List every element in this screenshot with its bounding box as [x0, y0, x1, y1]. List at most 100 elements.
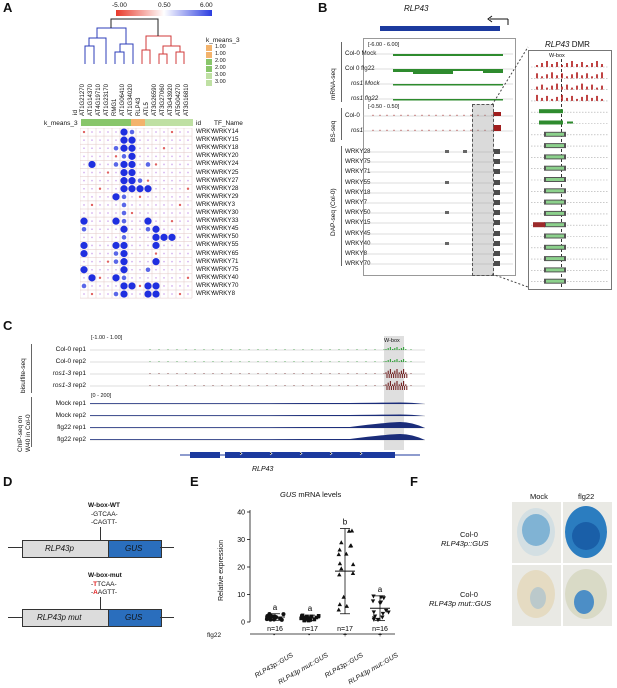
track-label: WRKY18	[345, 188, 371, 196]
heatmap-dot	[154, 252, 158, 255]
heatmap-dot	[163, 285, 165, 287]
heatmap-dot	[171, 244, 173, 247]
heatmap-dot	[179, 276, 181, 279]
row-kmeans-label: k_means_3	[44, 120, 78, 127]
heatmap-dot	[131, 204, 133, 206]
heatmap-dot	[179, 195, 181, 198]
e-data-point	[350, 570, 356, 575]
e-data-point	[337, 561, 343, 566]
e-data-point	[336, 552, 341, 557]
heatmap-dot	[163, 260, 165, 263]
track-signal	[363, 251, 513, 256]
heatmap-dot	[120, 258, 128, 266]
heatmap-dot	[136, 185, 144, 193]
heatmap-dot	[99, 236, 101, 239]
heatmap-dot	[179, 139, 181, 142]
heatmap-dot	[171, 147, 173, 150]
heatmap-dot	[179, 252, 181, 255]
b-gene-model	[380, 15, 509, 31]
heatmap-dot	[113, 259, 119, 264]
d-wt-gus: GUS	[108, 540, 162, 558]
c-track-label: Mock rep1	[55, 400, 86, 407]
heatmap-dot	[115, 187, 117, 190]
heatmap-column-label: RLP43	[136, 97, 142, 116]
b-zoom-panel: W-box	[528, 50, 612, 290]
heatmap-dot	[170, 219, 174, 223]
heatmap-dot	[99, 163, 101, 166]
heatmap-dot	[107, 285, 109, 287]
heatmap-dot	[152, 233, 160, 241]
heatmap-dot	[179, 187, 181, 190]
heatmap-dot	[128, 282, 136, 290]
d-wt-line-left	[8, 547, 22, 548]
heatmap-dot	[99, 228, 101, 231]
heatmap-dot	[129, 129, 135, 135]
heatmap-dot	[98, 276, 102, 280]
heatmap-column-label: RMG1	[112, 98, 118, 116]
scale-max-label: 6.00	[200, 2, 213, 9]
heatmap-dot	[155, 204, 157, 206]
f-row1-line2: RLP43p::GUS	[441, 539, 489, 548]
heatmap-dot	[115, 268, 117, 271]
heatmap-dot	[115, 131, 117, 133]
heatmap-dot	[131, 293, 133, 295]
heatmap-dot	[139, 131, 141, 133]
track-label: WRKY50	[345, 209, 371, 217]
heatmap-dot	[90, 292, 94, 296]
heatmap-dot	[83, 195, 85, 198]
heatmap-dot	[163, 268, 165, 271]
kmeans-legend-title: k_means_3	[206, 37, 240, 44]
track-signal	[363, 220, 513, 226]
heatmap-dot	[113, 251, 119, 256]
heatmap-dot	[131, 195, 133, 198]
track-label: ros1 Mock	[351, 80, 380, 87]
e-n-label: n=17	[337, 626, 353, 633]
b-zoom-title: RLP43 DMR	[545, 40, 590, 49]
e-flg22-sign: +	[343, 632, 348, 639]
panel-letter-a: A	[3, 0, 13, 15]
f-col-flg22: flg22	[578, 492, 595, 501]
heatmap-dot	[187, 228, 189, 231]
kmeans-legend-swatch	[206, 59, 212, 65]
heatmap-dot	[187, 212, 189, 214]
leaf-flg22-mut	[565, 569, 607, 619]
kmeans-legend-swatch	[206, 80, 212, 86]
heatmap-dot	[179, 260, 181, 263]
heatmap-dot	[187, 179, 189, 182]
e-title: GUS mRNA levels	[280, 490, 342, 499]
heatmap-dot	[145, 162, 151, 167]
heatmap-dot	[115, 228, 117, 231]
heatmap-dot	[91, 236, 93, 239]
tf-name-label: WRKY65	[213, 249, 239, 257]
heatmap-column-label: AT3G26590	[152, 84, 158, 116]
tf-family-label: WRKY	[196, 168, 215, 176]
heatmap-dot	[112, 193, 120, 201]
heatmap-dot	[131, 268, 133, 271]
track-label: WRKY7	[345, 199, 368, 206]
heatmap-dot	[171, 155, 173, 158]
c-gene-model	[180, 451, 420, 458]
track-signal	[363, 68, 513, 74]
heatmap-dot	[163, 212, 165, 214]
tf-family-label: WRKY	[196, 200, 215, 208]
heatmap-dot	[113, 162, 119, 167]
heatmap-dot	[115, 139, 117, 142]
heatmap-dot	[112, 241, 120, 250]
e-significance-letter: a	[378, 585, 383, 594]
heatmap-dot	[186, 187, 190, 190]
heatmap-dot	[120, 168, 128, 177]
c-track-signal	[90, 422, 425, 429]
c-track-label: ros1-3 rep1	[52, 370, 86, 377]
scale-min-label: -5.00	[112, 2, 127, 9]
heatmap-dot	[80, 249, 88, 258]
e-data-point	[371, 594, 376, 599]
tf-family-label: WRKY	[196, 136, 215, 144]
f-col-mock: Mock	[530, 492, 548, 501]
c-track-signal	[90, 381, 425, 390]
heatmap-dot	[187, 268, 189, 271]
heatmap-dot-matrix	[80, 128, 193, 299]
e-n-label: n=17	[302, 626, 318, 633]
heatmap-dot	[115, 171, 117, 174]
d-wt-line-right	[160, 547, 174, 548]
heatmap-dot	[171, 228, 173, 231]
